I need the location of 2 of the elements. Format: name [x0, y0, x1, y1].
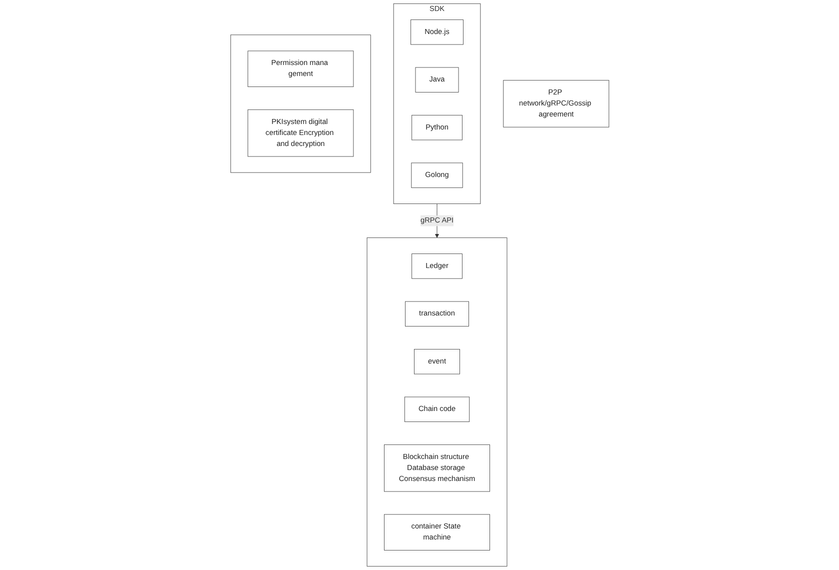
- cluster: [230, 34, 371, 173]
- cluster: [366, 238, 507, 567]
